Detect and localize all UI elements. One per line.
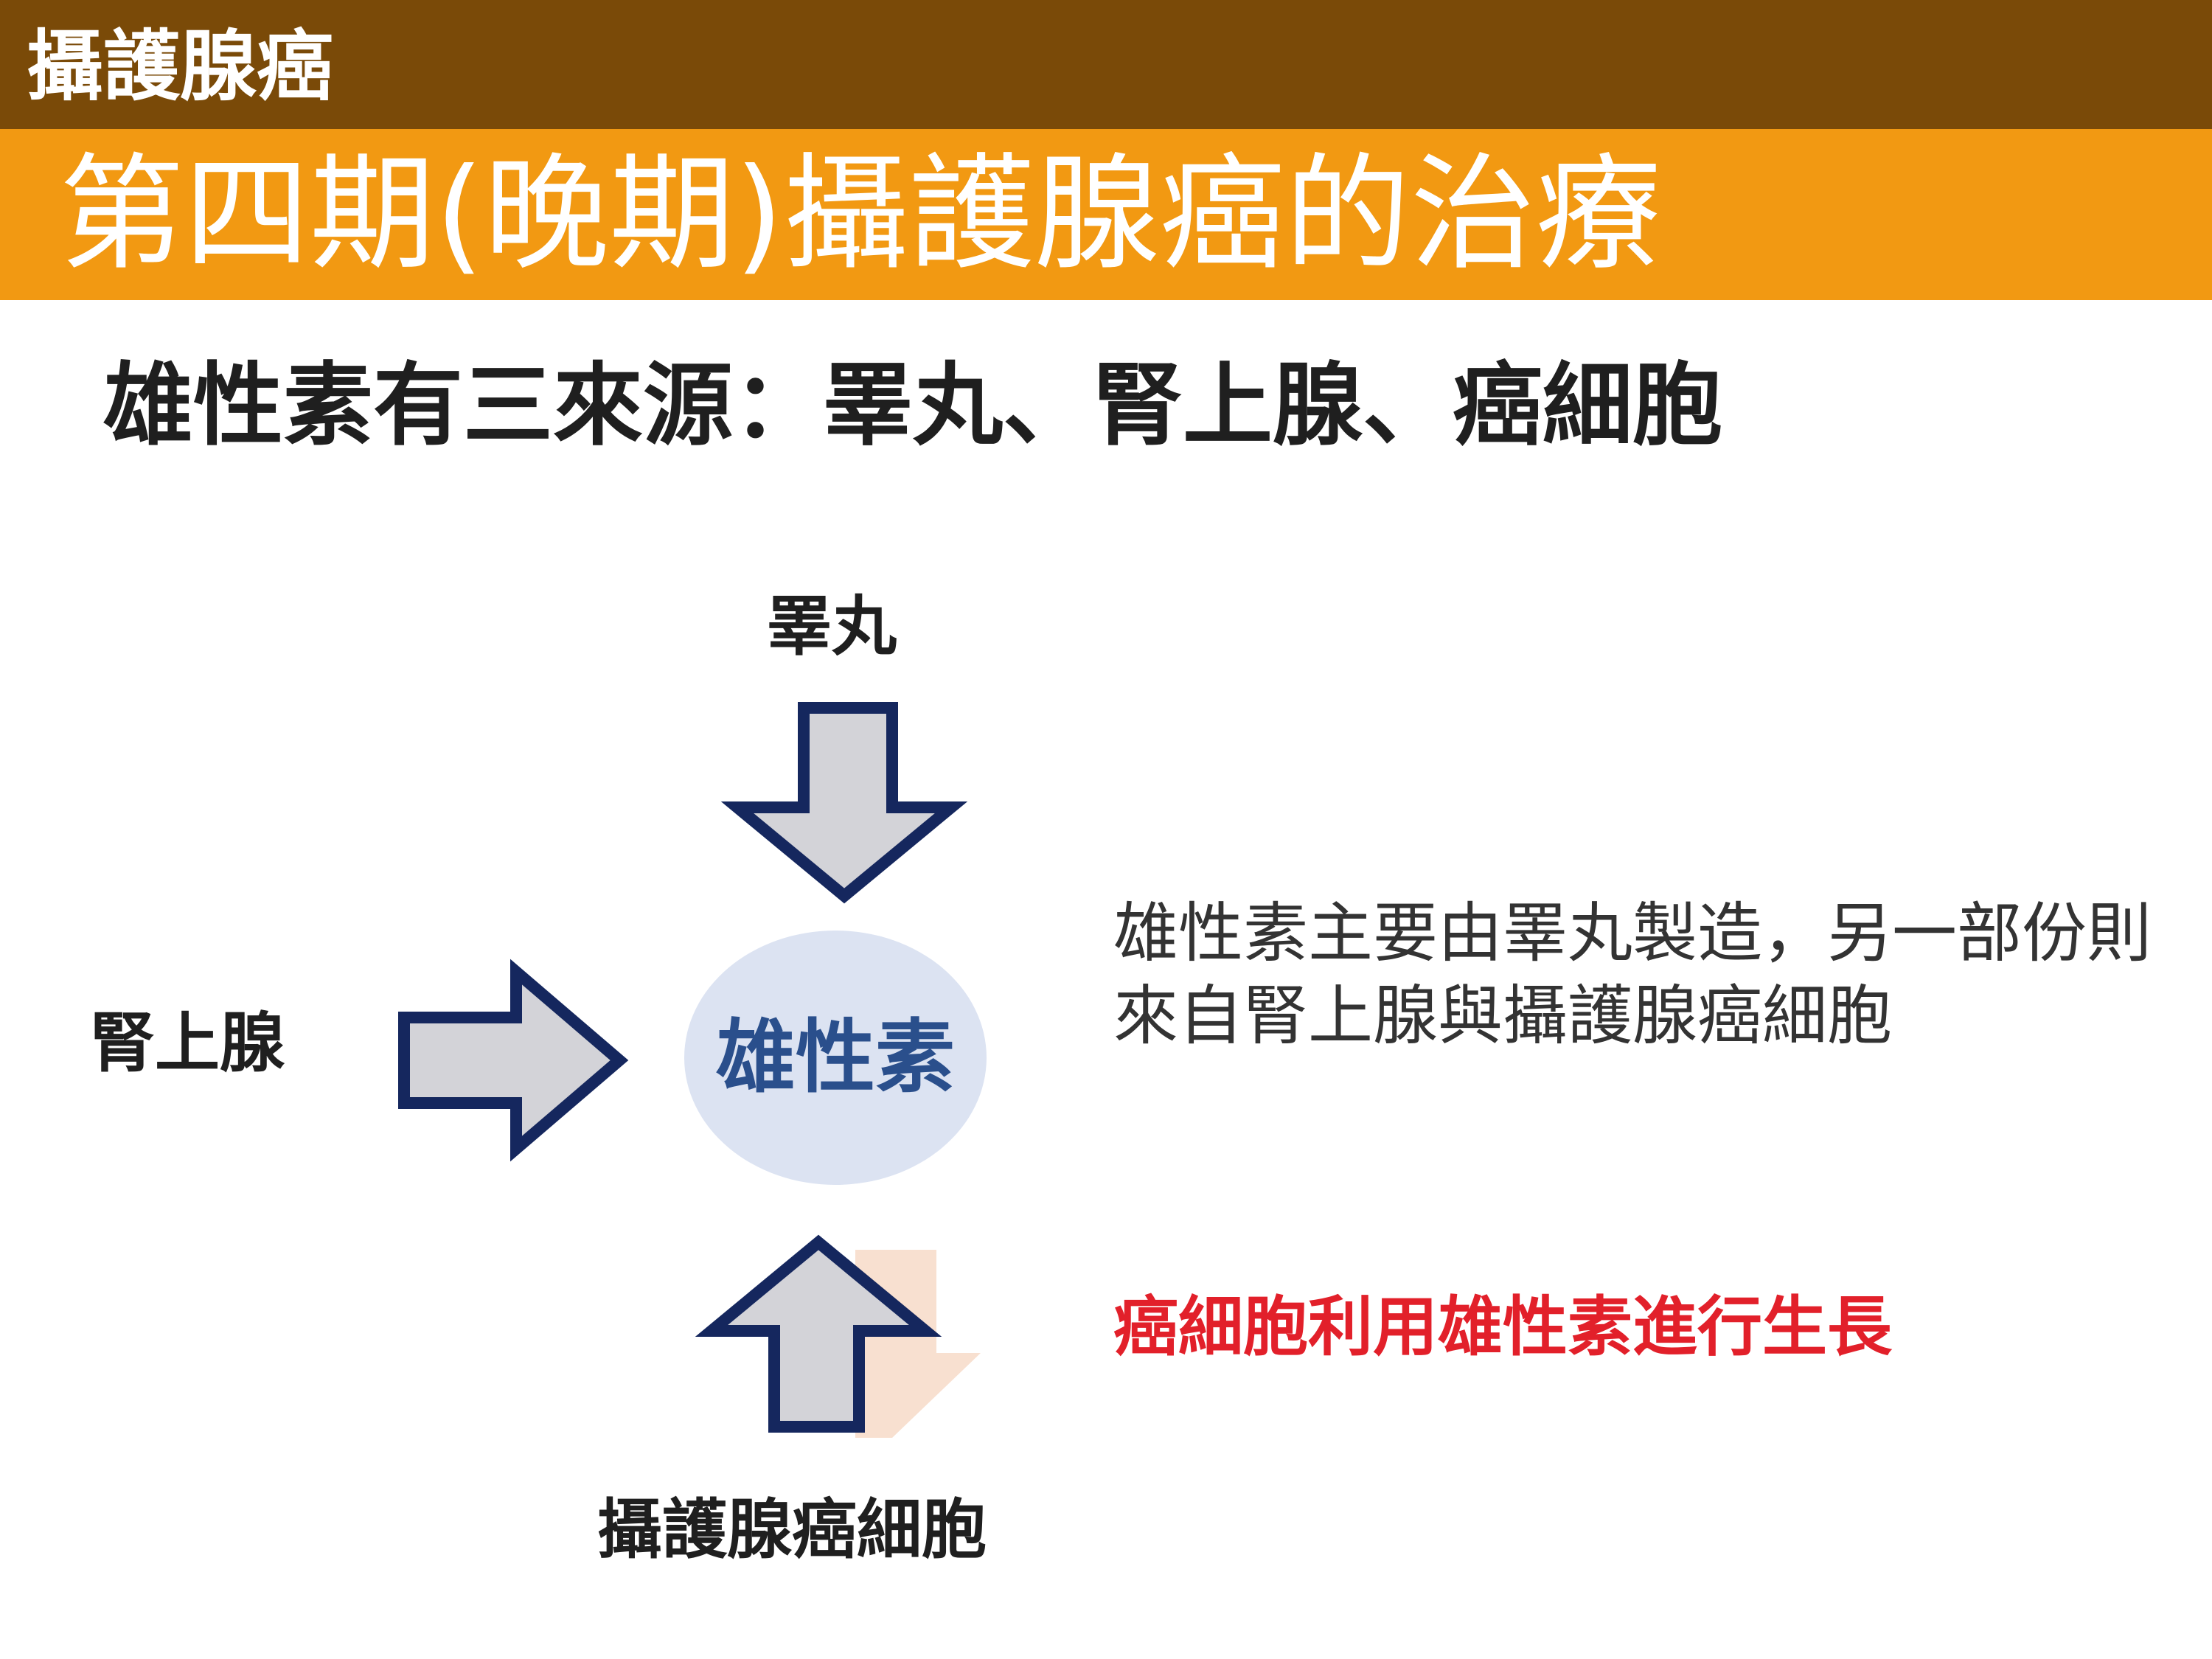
androgen-label: 雄性素: [715, 1012, 955, 1104]
section-title: 攝護腺癌: [27, 21, 334, 111]
title-bar: [0, 129, 2212, 300]
adrenal-label: 腎上腺: [90, 1005, 285, 1081]
down-arrow-icon: [720, 702, 968, 904]
header-bar: [0, 0, 2212, 129]
prostate-cancer-cell-label: 攝護腺癌細胞: [597, 1492, 987, 1568]
up-arrow-icon: [695, 1234, 942, 1433]
description-text: 雄性素主要由睪丸製造，另一部份則來自腎上腺與攝護腺癌細胞: [1113, 895, 2152, 1054]
right-arrow-icon: [398, 959, 629, 1162]
subtitle: 雄性素有三來源：睪丸、腎上腺、癌細胞: [103, 353, 1722, 458]
androgen-circle: [684, 931, 987, 1185]
highlight-text: 癌細胞利用雄性素進行生長: [1113, 1289, 1893, 1365]
slide-title: 第四期(晚期)攝護腺癌的治療: [59, 142, 1661, 288]
testis-label: 睪丸: [767, 588, 897, 664]
up-arrow-shadow: [855, 1250, 981, 1438]
